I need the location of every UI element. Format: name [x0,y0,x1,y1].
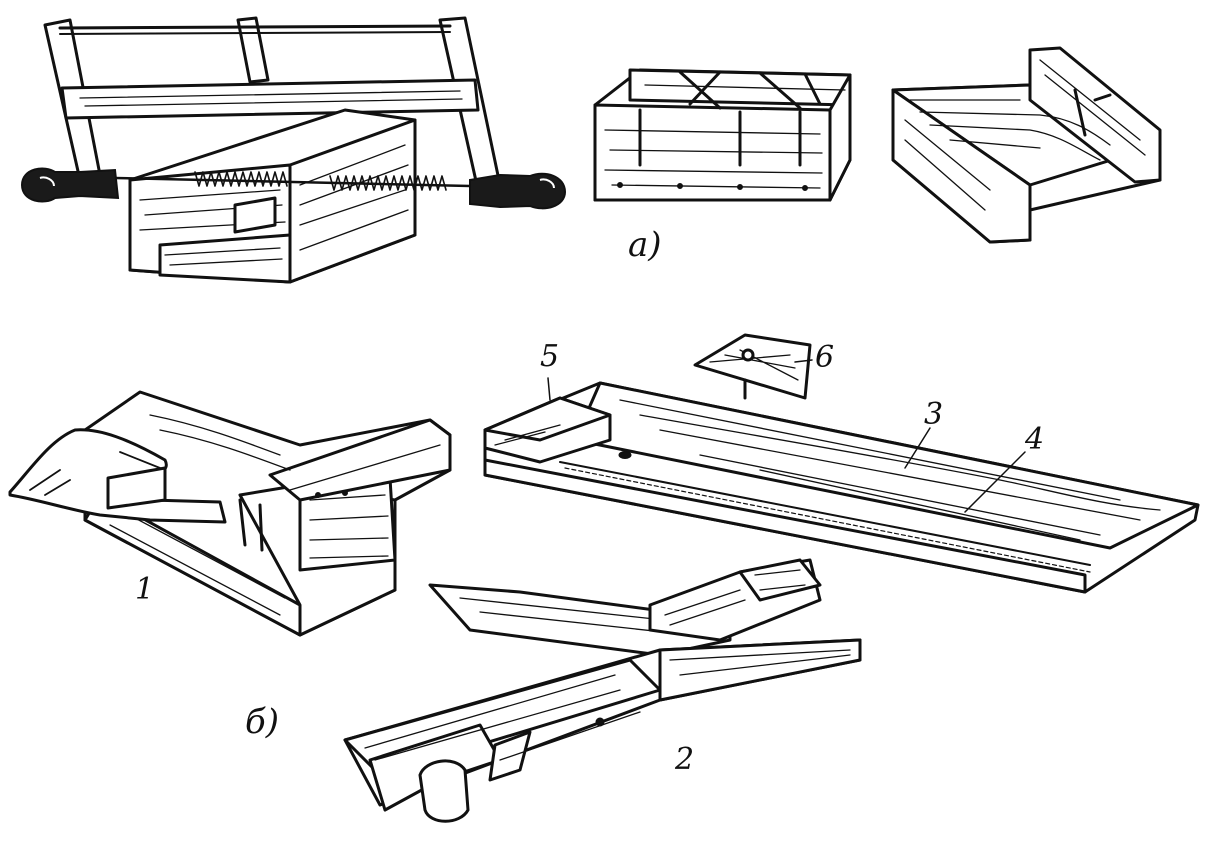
label-5: 5 [540,339,560,374]
miter-board [891,46,1162,244]
label-1: 1 [135,572,155,607]
leader-lines [547,359,1026,513]
miter-box-with-hand [8,390,452,637]
frame-saw-with-miter-box [20,16,567,284]
miter-box-block [593,68,852,202]
label-a: а) [628,225,662,265]
label-2: 2 [675,742,695,777]
shooting-board [483,381,1200,594]
long-miter-jig [343,558,862,823]
triangle-clamp [693,333,812,400]
label-3: 3 [924,397,944,432]
label-6: 6 [815,340,835,375]
label-4: 4 [1025,422,1045,457]
label-b: б) [245,702,280,742]
